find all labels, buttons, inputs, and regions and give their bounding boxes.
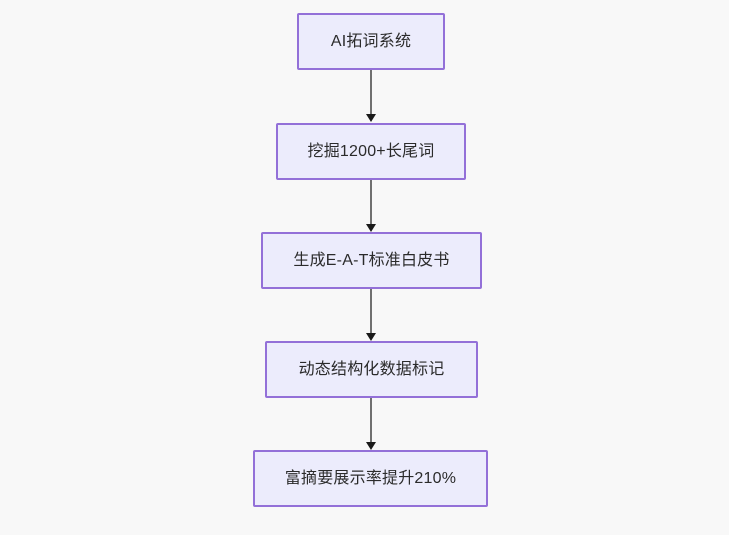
flowchart-edge-3-4-arrowhead [366, 333, 376, 341]
flowchart-node-3-label: 生成E-A-T标准白皮书 [293, 251, 450, 269]
flowchart-node-2-label: 挖掘1200+长尾词 [307, 142, 435, 160]
flowchart-node-5-label: 富摘要展示率提升210% [284, 469, 457, 487]
flowchart-edge-1-2-arrowhead [366, 114, 376, 122]
flowchart-edge-3-4-line [370, 289, 372, 334]
flowchart-node-4[interactable]: 动态结构化数据标记 [265, 341, 478, 398]
flowchart-edge-4-5-line [370, 398, 372, 443]
flowchart-edge-2-3-arrowhead [366, 224, 376, 232]
flowchart-edge-4-5-arrowhead [366, 442, 376, 450]
flowchart-node-3[interactable]: 生成E-A-T标准白皮书 [261, 232, 482, 289]
flowchart-node-1[interactable]: AI拓词系统 [297, 13, 445, 70]
flowchart-node-2[interactable]: 挖掘1200+长尾词 [276, 123, 466, 180]
flowchart-edge-1-2-line [370, 70, 372, 115]
flowchart-node-1-label: AI拓词系统 [330, 32, 412, 50]
flowchart-node-4-label: 动态结构化数据标记 [298, 360, 445, 378]
flowchart-edge-2-3-line [370, 180, 372, 225]
flowchart-node-5[interactable]: 富摘要展示率提升210% [253, 450, 488, 507]
